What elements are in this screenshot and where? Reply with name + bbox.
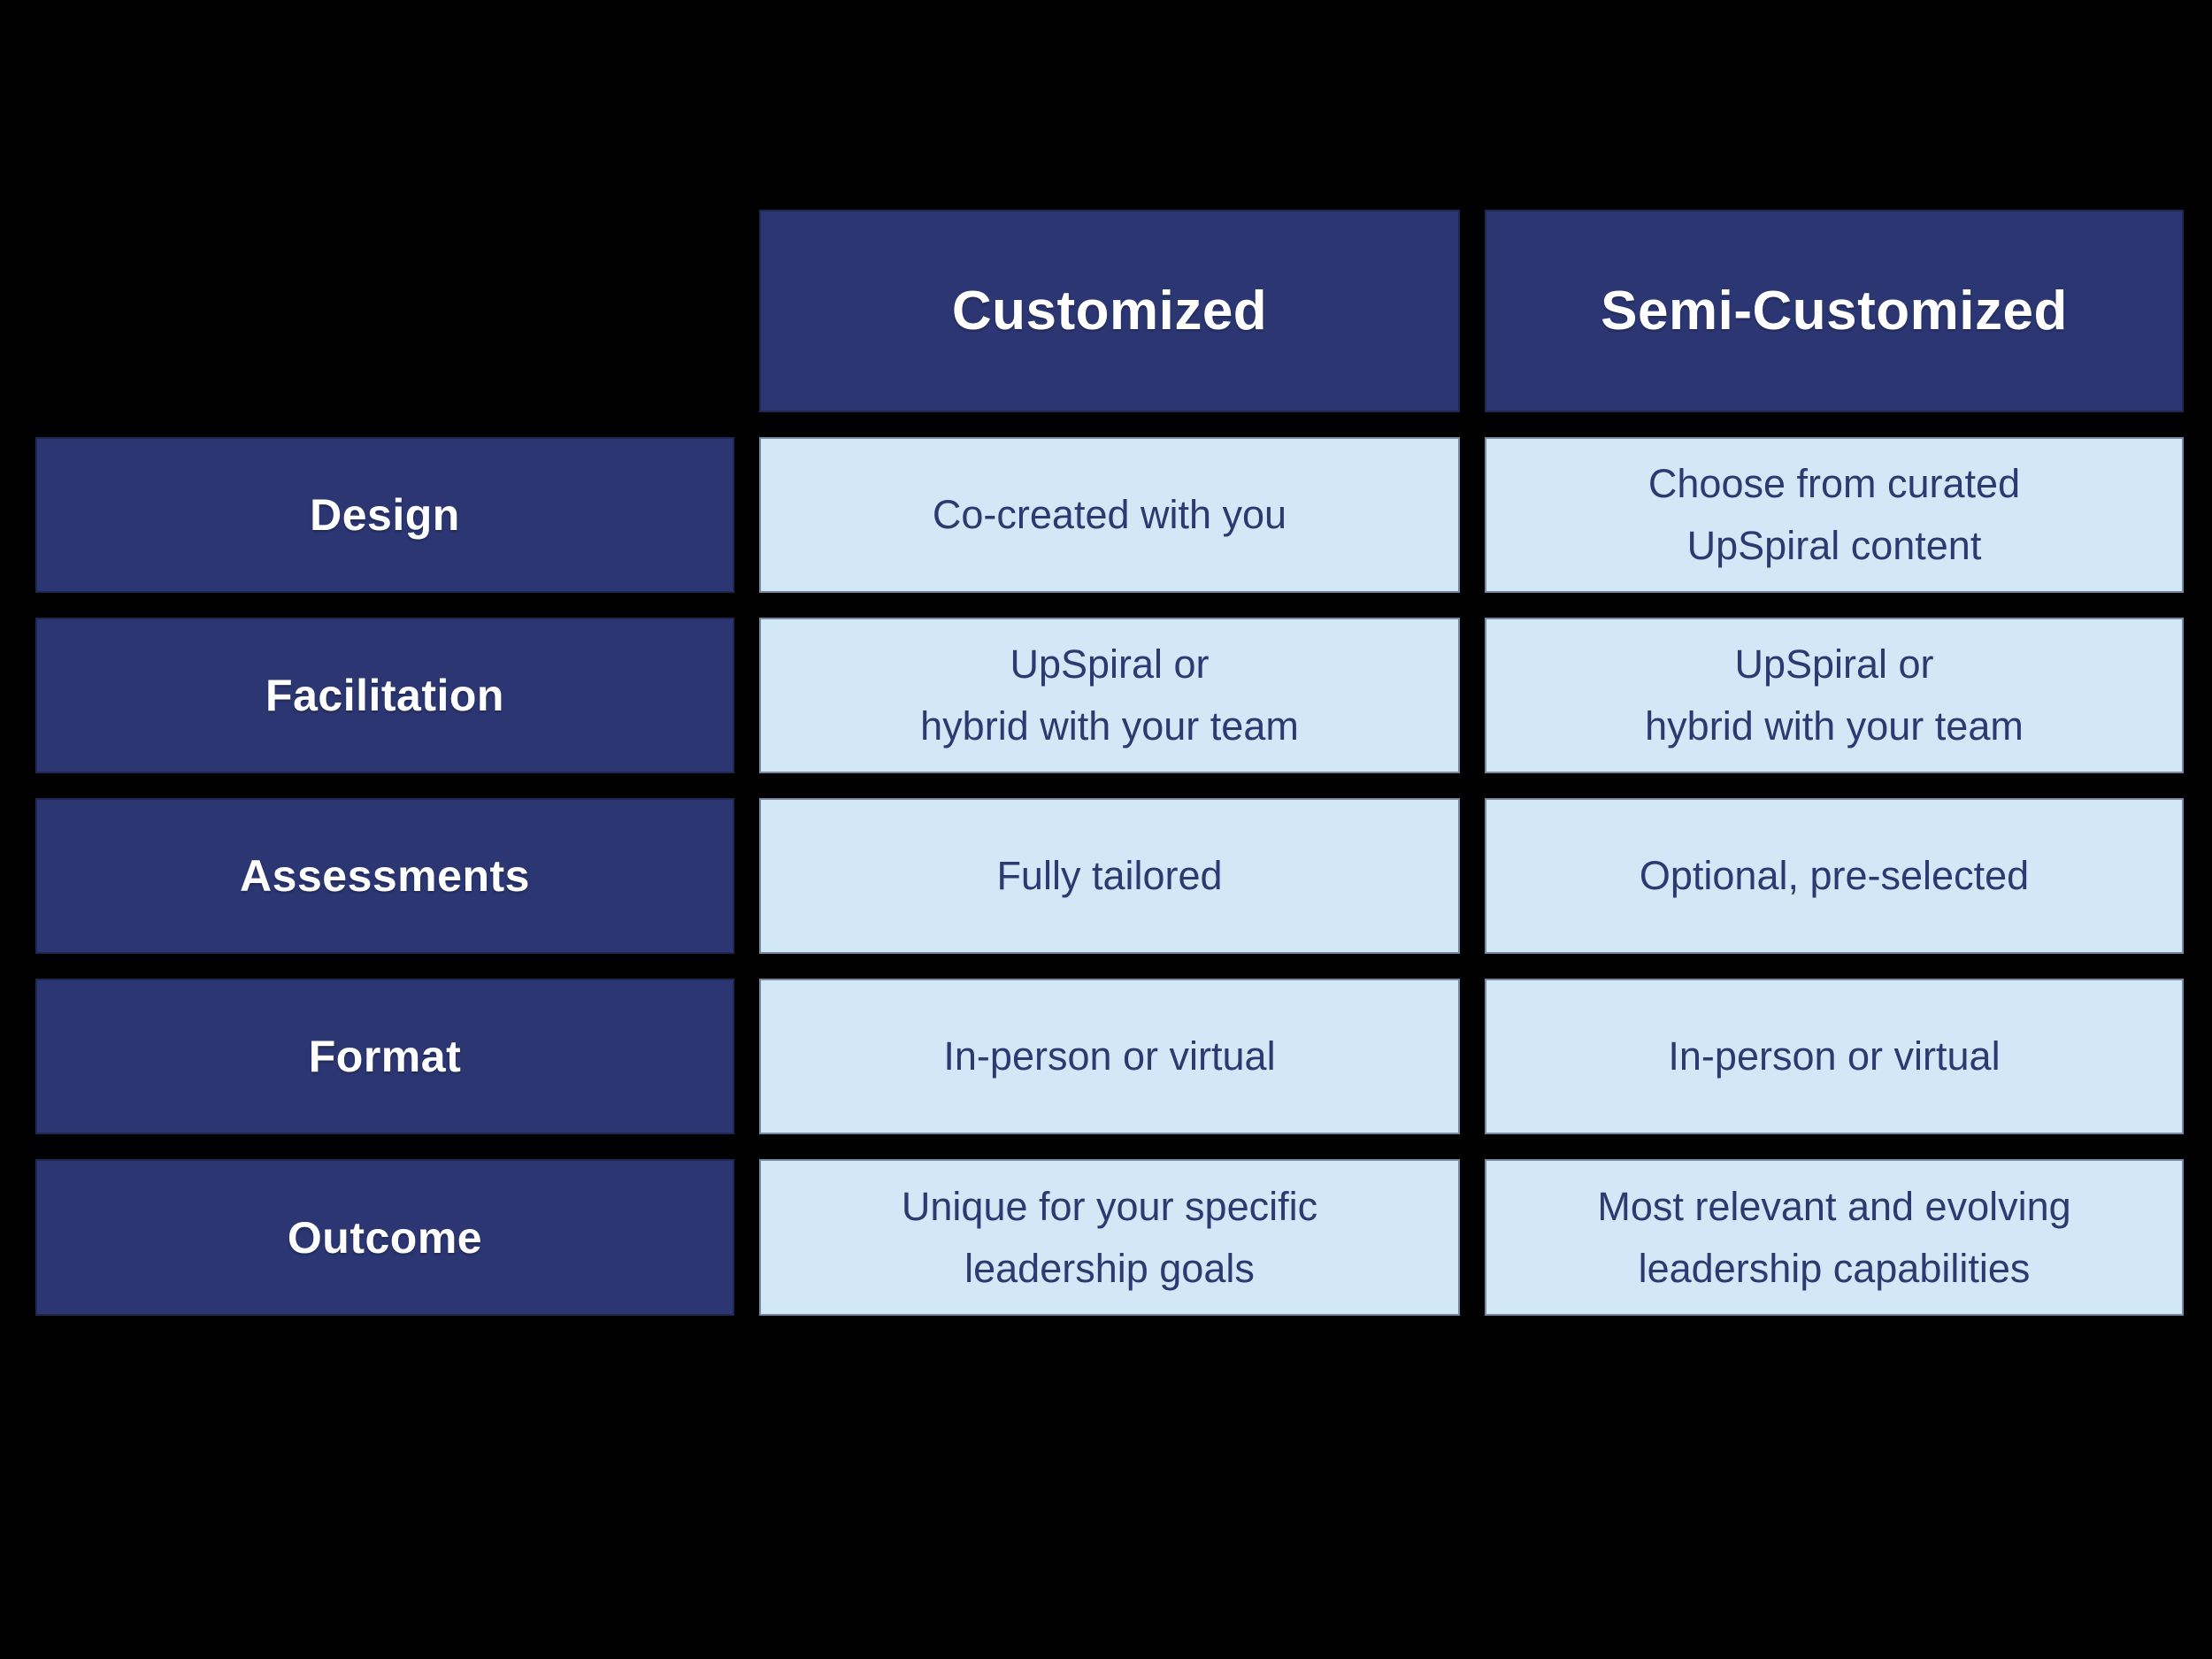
header-spacer (35, 210, 734, 412)
cell-text-line: leadership goals (964, 1245, 1255, 1291)
column-header-label: Customized (951, 280, 1268, 342)
row-header-assessments: Assessments (35, 798, 734, 954)
cell-outcome-semi-customized: Most relevant and evolving leadership cap… (1485, 1159, 2184, 1316)
cell-assessments-customized: Fully tailored (759, 798, 1460, 954)
cell-text-line: Co-created with you (932, 492, 1287, 537)
cell-text-line: UpSpiral content (1686, 523, 1982, 568)
cell-assessments-semi-customized: Optional, pre-selected (1485, 798, 2184, 954)
cell-text-line: Choose from curated (1647, 461, 2021, 506)
column-header-semi-customized: Semi-Customized (1485, 210, 2184, 412)
cell-outcome-customized: Unique for your specific leadership goals (759, 1159, 1460, 1316)
comparison-table: Customized Semi-Customized Design Co-cre… (35, 210, 2184, 1316)
row-header-facilitation: Facilitation (35, 618, 734, 773)
row-header-outcome: Outcome (35, 1159, 734, 1316)
row-header-label: Design (310, 490, 460, 540)
cell-text-line: Fully tailored (996, 853, 1223, 898)
row-header-label: Facilitation (265, 671, 504, 720)
cell-text-line: UpSpiral or (1010, 641, 1210, 687)
cell-facilitation-customized: UpSpiral or hybrid with your team (759, 618, 1460, 773)
column-header-customized: Customized (759, 210, 1460, 412)
row-header-design: Design (35, 437, 734, 593)
cell-text-line: In-person or virtual (1668, 1033, 2001, 1079)
cell-text-line: hybrid with your team (1645, 703, 2024, 749)
cell-text-line: hybrid with your team (920, 703, 1299, 749)
cell-design-customized: Co-created with you (759, 437, 1460, 593)
row-header-label: Assessments (240, 851, 530, 901)
row-header-format: Format (35, 979, 734, 1134)
row-header-label: Format (308, 1032, 462, 1081)
cell-format-semi-customized: In-person or virtual (1485, 979, 2184, 1134)
cell-text-line: leadership capabilities (1638, 1245, 2031, 1291)
cell-text-line: Unique for your specific (901, 1183, 1318, 1229)
cell-text-line: Optional, pre-selected (1639, 853, 2030, 898)
column-header-label: Semi-Customized (1601, 280, 2068, 342)
cell-text-line: UpSpiral or (1734, 641, 1934, 687)
cell-format-customized: In-person or virtual (759, 979, 1460, 1134)
row-header-label: Outcome (287, 1212, 483, 1263)
cell-text-line: In-person or virtual (943, 1033, 1276, 1079)
cell-facilitation-semi-customized: UpSpiral or hybrid with your team (1485, 618, 2184, 773)
cell-text-line: Most relevant and evolving (1597, 1183, 2071, 1229)
